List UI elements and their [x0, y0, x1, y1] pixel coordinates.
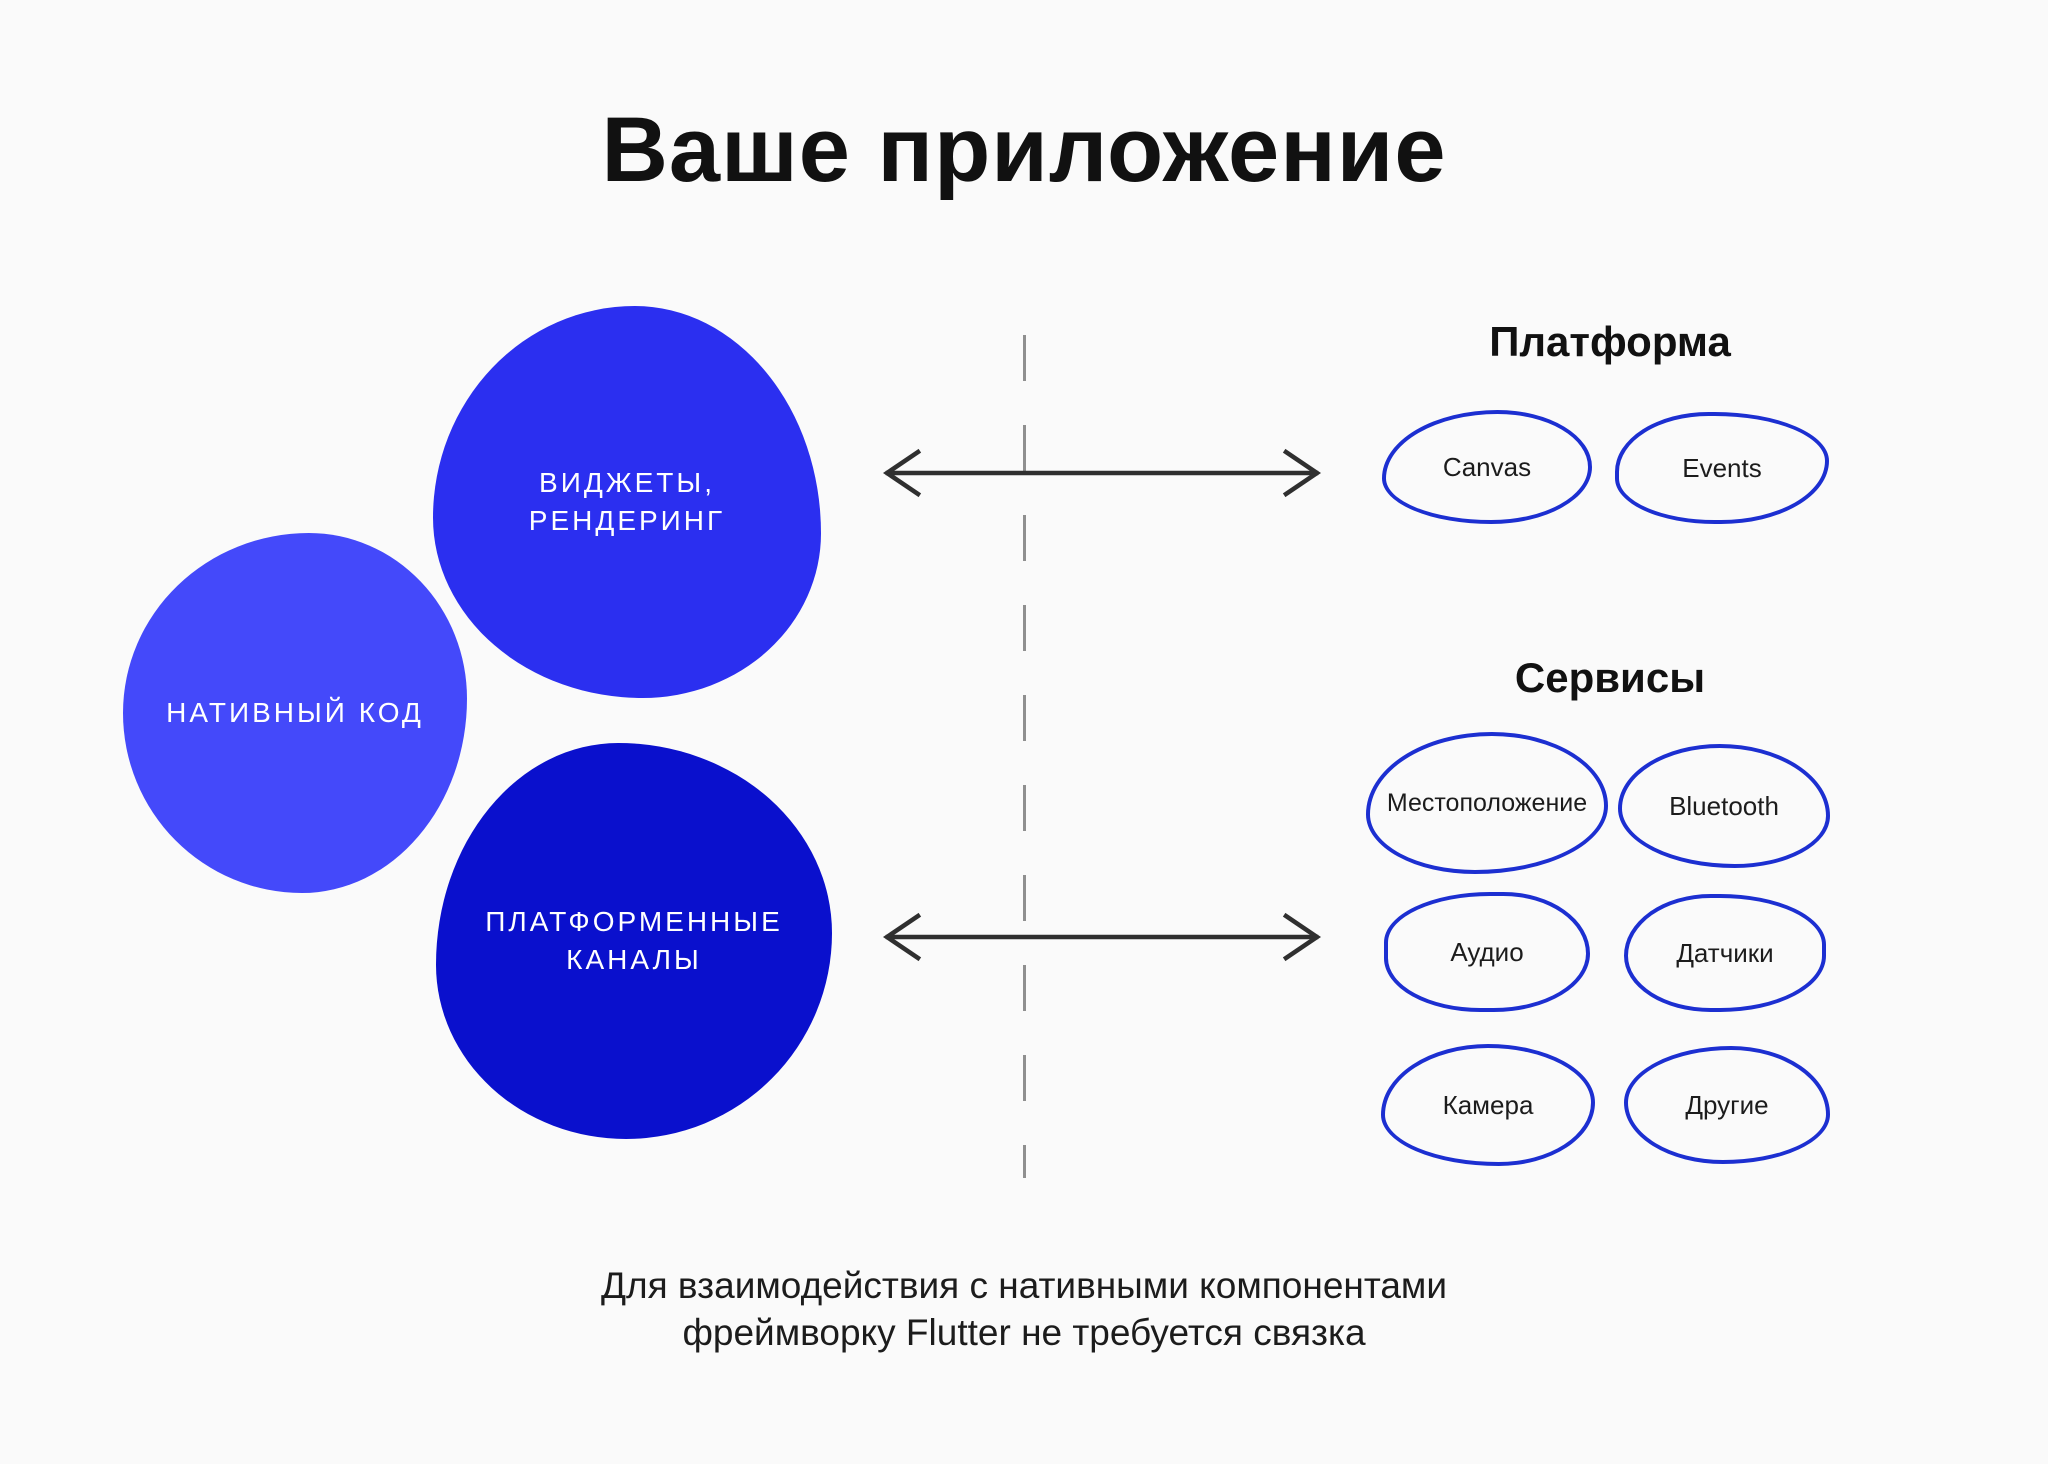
- blob-widgets-line2: РЕНДЕРИНГ: [528, 505, 726, 536]
- service-item-others: Другие: [1624, 1046, 1830, 1164]
- service-item-location: Местоположение: [1366, 732, 1608, 874]
- footer-caption: Для взаимодействия с нативными компонент…: [601, 1262, 1447, 1356]
- service-item-bluetooth-label: Bluetooth: [1669, 790, 1779, 821]
- blob-widgets-line1: ВИДЖЕТЫ,: [539, 467, 715, 498]
- blob-widgets-rendering-label: ВИДЖЕТЫ, РЕНДЕРИНГ: [529, 464, 725, 540]
- double-arrow-icon-top: [882, 448, 1322, 498]
- platform-item-events: Events: [1615, 412, 1829, 524]
- blob-widgets-rendering: ВИДЖЕТЫ, РЕНДЕРИНГ: [433, 306, 821, 698]
- platform-item-canvas-label: Canvas: [1442, 451, 1532, 482]
- service-item-bluetooth: Bluetooth: [1618, 744, 1830, 868]
- footer-caption-line2: фреймворку Flutter не требуется связка: [682, 1312, 1366, 1353]
- blob-channels-line1: ПЛАТФОРМЕННЫЕ: [485, 906, 783, 937]
- blob-native-code: НАТИВНЫЙ КОД: [123, 533, 467, 893]
- dashed-divider-line: [1023, 335, 1026, 1178]
- service-item-location-label: Местоположение: [1386, 788, 1588, 817]
- service-item-others-label: Другие: [1685, 1089, 1769, 1120]
- page-title: Ваше приложение: [601, 99, 1447, 201]
- double-arrow-icon-bottom: [882, 912, 1322, 962]
- footer-caption-line1: Для взаимодействия с нативными компонент…: [600, 1265, 1448, 1306]
- service-item-sensors: Датчики: [1624, 894, 1826, 1012]
- blob-channels-line2: КАНАЛЫ: [566, 944, 702, 975]
- service-item-camera: Камера: [1381, 1044, 1595, 1166]
- service-item-audio: Аудио: [1384, 892, 1590, 1012]
- platform-heading: Платформа: [1489, 318, 1731, 365]
- service-item-sensors-label: Датчики: [1676, 937, 1774, 968]
- service-item-audio-label: Аудио: [1450, 936, 1524, 967]
- blob-platform-channels: ПЛАТФОРМЕННЫЕ КАНАЛЫ: [436, 743, 832, 1139]
- blob-platform-channels-label: ПЛАТФОРМЕННЫЕ КАНАЛЫ: [485, 903, 783, 979]
- services-heading: Сервисы: [1514, 654, 1706, 701]
- blob-native-code-label: НАТИВНЫЙ КОД: [166, 697, 424, 728]
- platform-item-events-label: Events: [1682, 452, 1762, 483]
- platform-item-canvas: Canvas: [1382, 410, 1592, 524]
- service-item-camera-label: Камера: [1442, 1089, 1534, 1120]
